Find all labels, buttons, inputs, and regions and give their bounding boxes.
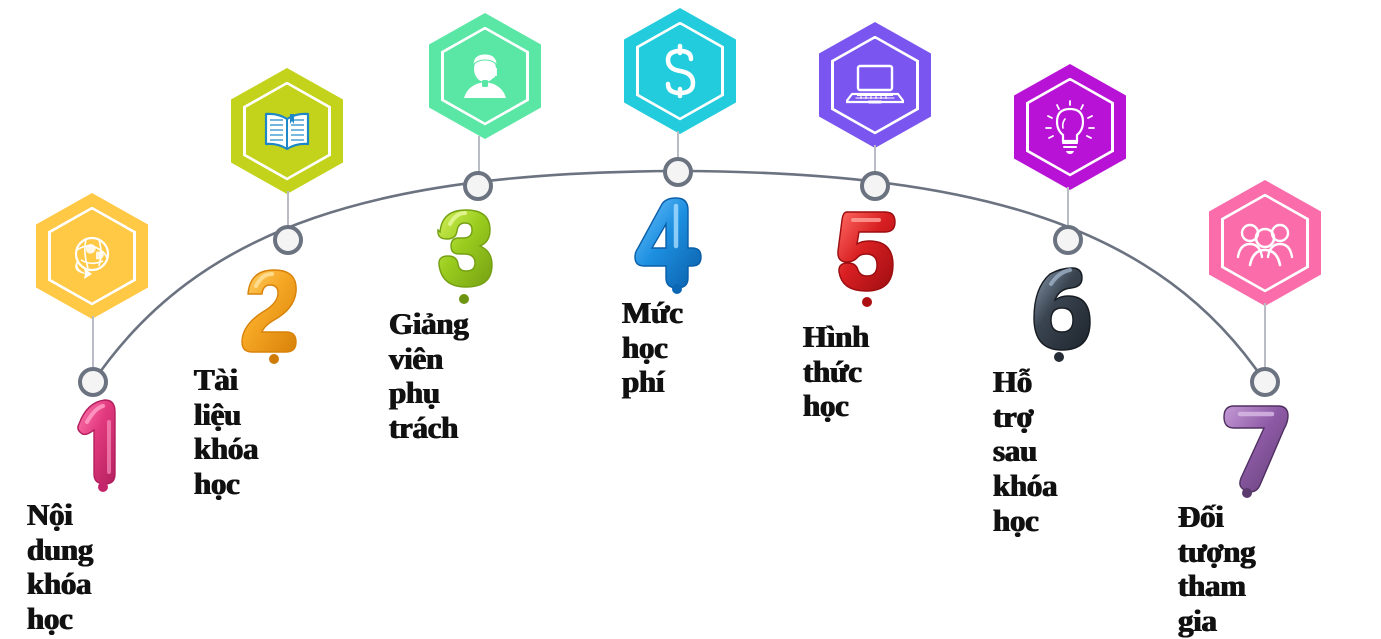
balloon-number-6 xyxy=(1025,262,1099,362)
stem-line-4 xyxy=(677,131,679,175)
balloon-number-7 xyxy=(1222,400,1294,500)
caption-6: Hỗ trợ sau khóa học xyxy=(993,364,1058,538)
graduate-teacher-icon xyxy=(464,53,506,104)
balloon-number-3 xyxy=(430,208,502,304)
balloon-number-4 xyxy=(634,194,710,294)
arc-node-4[interactable] xyxy=(663,157,693,187)
dollar-sign-icon xyxy=(665,43,696,99)
stem-line-1 xyxy=(92,316,94,384)
stem-line-6 xyxy=(1067,187,1069,245)
open-book-icon xyxy=(264,112,310,151)
balloon-number-5 xyxy=(831,208,905,308)
caption-3: Giảng viên phụ trách xyxy=(389,306,469,446)
arc-node-3[interactable] xyxy=(463,171,493,201)
arc-node-2[interactable] xyxy=(273,225,303,255)
hexagon-badge-2[interactable] xyxy=(231,68,343,194)
people-group-icon xyxy=(1236,223,1294,267)
hexagon-badge-5[interactable] xyxy=(819,22,931,148)
arc-node-1[interactable] xyxy=(78,367,108,397)
hexagon-badge-3[interactable] xyxy=(429,13,541,139)
caption-7: Đối tượng tham gia xyxy=(1178,499,1256,639)
balloon-number-2 xyxy=(238,268,310,364)
hexagon-badge-6[interactable] xyxy=(1014,64,1126,190)
stem-line-5 xyxy=(874,145,876,191)
infographic-canvas: Nội dung khóa học xyxy=(0,0,1381,601)
caption-2: Tài liệu khóa học xyxy=(194,362,259,502)
stem-line-3 xyxy=(478,136,480,188)
arc-node-6[interactable] xyxy=(1053,225,1083,255)
lightbulb-icon xyxy=(1045,100,1095,154)
globe-recycle-icon xyxy=(74,236,110,279)
balloon-number-1 xyxy=(65,396,135,492)
hexagon-badge-1[interactable] xyxy=(36,193,148,319)
arc-node-5[interactable] xyxy=(860,171,890,201)
caption-5: Hình thức học xyxy=(803,319,870,424)
caption-1: Nội dung khóa học xyxy=(27,497,94,637)
stem-line-7 xyxy=(1264,303,1266,369)
laptop-icon xyxy=(846,64,904,104)
arc-node-7[interactable] xyxy=(1250,367,1280,397)
hexagon-badge-4[interactable] xyxy=(624,8,736,134)
caption-4: Mức học phí xyxy=(622,295,683,400)
stem-line-2 xyxy=(287,191,289,249)
hexagon-badge-7[interactable] xyxy=(1209,180,1321,306)
